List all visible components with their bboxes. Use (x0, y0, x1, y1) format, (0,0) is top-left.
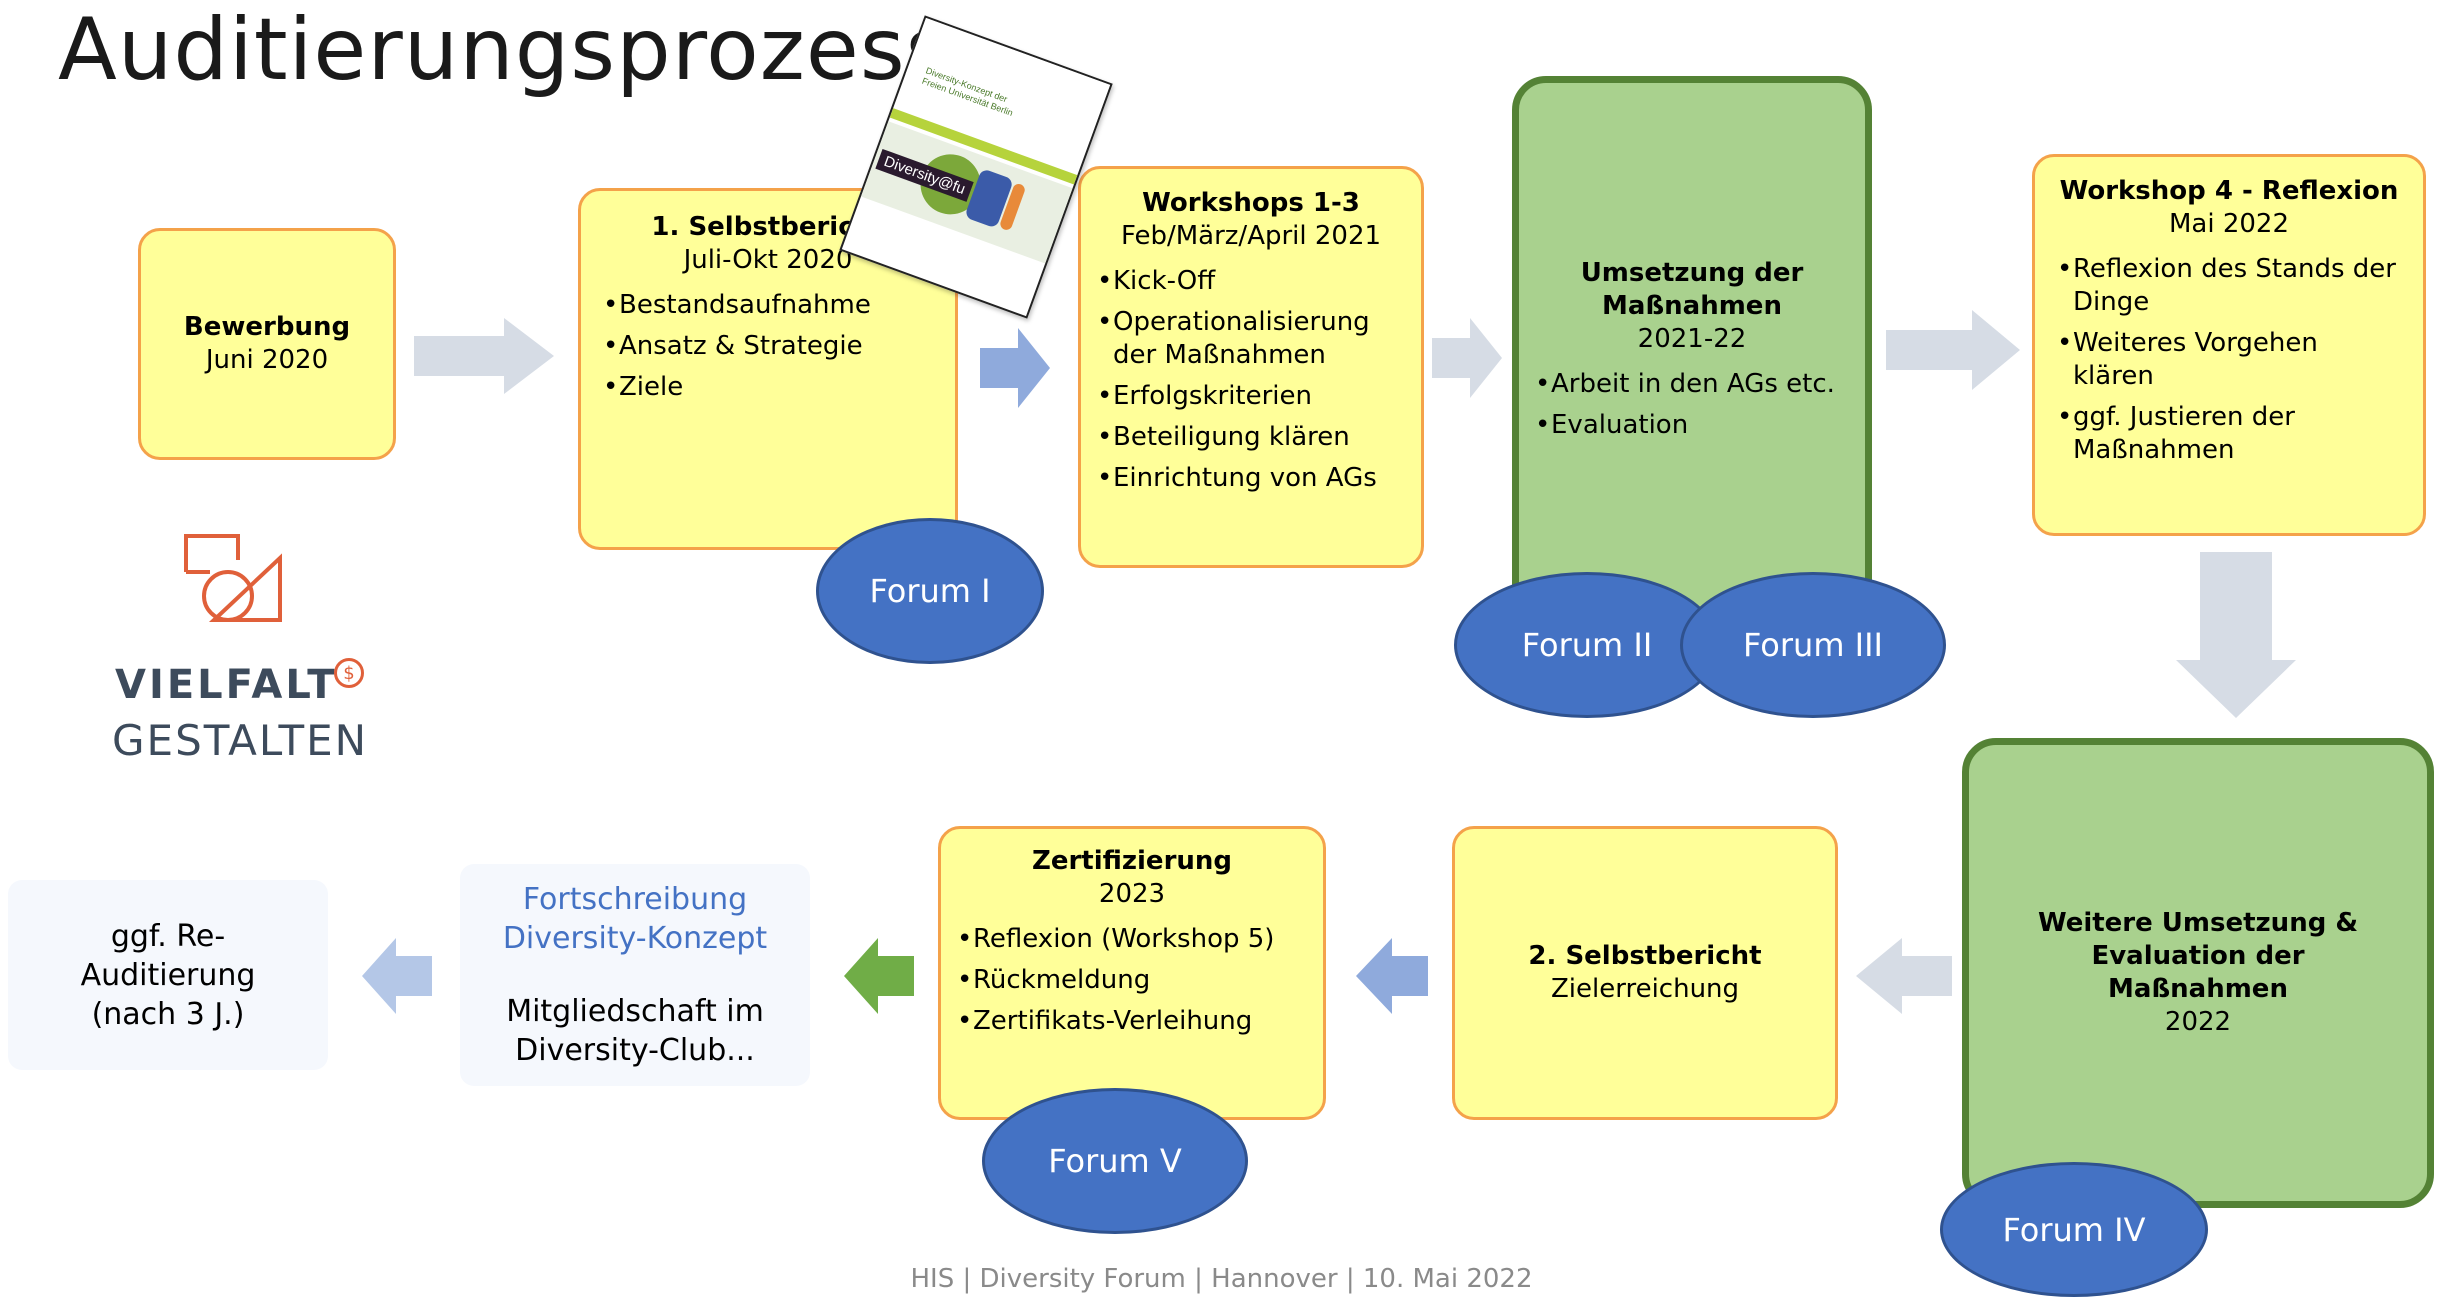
list-item: Bestandsaufnahme (603, 289, 931, 322)
box-zertifizierung: Zertifizierung 2023 Reflexion (Workshop … (938, 826, 1326, 1120)
box-heading: 2. Selbstbericht (1528, 940, 1762, 971)
list-item: ggf. Justieren der Maßnahmen (2057, 401, 2399, 467)
forum-iii: Forum III (1680, 572, 1946, 718)
box-umsetzung: Umsetzung der Maßnahmen 2021-22 Arbeit i… (1512, 76, 1872, 640)
list-item: Operationalisierung der Maßnahmen (1097, 306, 1403, 372)
box-fortschreibung: Fortschreibung Diversity-Konzept Mitglie… (460, 864, 810, 1086)
item-list: Kick-Off Operationalisierung der Maßnahm… (1097, 265, 1403, 495)
fortschreibung-body: Mitgliedschaft im Diversity-Club... (506, 994, 764, 1068)
box-heading: Bewerbung (183, 311, 351, 342)
item-list: Reflexion (Workshop 5) Rückmeldung Zerti… (957, 923, 1305, 1038)
list-item: Zertifikats-Verleihung (957, 1005, 1305, 1038)
box-selbstbericht-2: 2. Selbstbericht Zielerreichung (1452, 826, 1838, 1120)
box-sub: Feb/März/April 2021 (1120, 221, 1382, 252)
list-item: Ansatz & Strategie (603, 330, 931, 363)
box-sub: 2023 (1098, 879, 1166, 910)
arrow-left-1 (1856, 938, 1952, 1014)
footer: HIS | Diversity Forum | Hannover | 10. M… (910, 1264, 1533, 1294)
forum-v: Forum V (982, 1088, 1248, 1234)
list-item: Weiteres Vorgehen klären (2057, 327, 2399, 393)
box-heading: Workshops 1-3 (1142, 188, 1360, 218)
box-sub: Juli-Okt 2020 (683, 245, 853, 276)
logo-registered-icon: $ (334, 658, 364, 688)
box-sub: Zielerreichung (1550, 974, 1740, 1004)
box-re-auditierung: ggf. Re-Auditierung (nach 3 J.) (8, 880, 328, 1070)
reaudit-text: ggf. Re-Auditierung (nach 3 J.) (80, 918, 256, 1032)
box-sub: Juni 2020 (205, 345, 329, 375)
box-sub: Mai 2022 (2168, 209, 2290, 240)
arrow-left-4 (362, 938, 432, 1014)
list-item: Einrichtung von AGs (1097, 462, 1403, 495)
list-item: Reflexion des Stands der Dinge (2057, 253, 2399, 319)
vielfalt-logo-icon (184, 534, 282, 622)
arrow-right-4 (1886, 310, 2020, 390)
box-sub: 2022 (2164, 1007, 2232, 1038)
list-item: Erfolgskriterien (1097, 380, 1403, 413)
fortschreibung-title: Fortschreibung Diversity-Konzept (502, 882, 768, 956)
list-item: Ziele (603, 371, 931, 404)
box-bewerbung: Bewerbung Juni 2020 (138, 228, 396, 460)
item-list: Reflexion des Stands der Dinge Weiteres … (2057, 253, 2399, 467)
item-list: Arbeit in den AGs etc. Evaluation (1535, 368, 1847, 442)
list-item: Kick-Off (1097, 265, 1403, 298)
list-item: Evaluation (1535, 409, 1847, 442)
arrow-left-3 (844, 938, 914, 1014)
list-item: Arbeit in den AGs etc. (1535, 368, 1847, 401)
arrow-down (2176, 552, 2296, 718)
box-sub: 2021-22 (1637, 324, 1747, 355)
logo-text-vielfalt: VIELFALT (115, 662, 338, 708)
arrow-right-1 (414, 318, 554, 394)
box-heading: Umsetzung der Maßnahmen (1580, 258, 1804, 322)
list-item: Beteiligung klären (1097, 421, 1403, 454)
box-workshop-4: Workshop 4 - Reflexion Mai 2022 Reflexio… (2032, 154, 2426, 536)
forum-iv: Forum IV (1940, 1162, 2208, 1297)
box-heading: Weitere Umsetzung & Evaluation der Maßna… (2037, 907, 2359, 1004)
logo-text-gestalten: GESTALTEN (112, 716, 369, 765)
list-item: Reflexion (Workshop 5) (957, 923, 1305, 956)
arrow-right-3 (1432, 318, 1502, 398)
box-heading: Zertifizierung (1031, 846, 1233, 876)
box-workshops: Workshops 1-3 Feb/März/April 2021 Kick-O… (1078, 166, 1424, 568)
arrow-right-2 (980, 328, 1050, 408)
list-item: Rückmeldung (957, 964, 1305, 997)
page-title: Auditierungsprozess (58, 0, 952, 100)
item-list: Bestandsaufnahme Ansatz & Strategie Ziel… (603, 289, 931, 404)
forum-i: Forum I (816, 518, 1044, 664)
arrow-left-2 (1356, 938, 1428, 1014)
box-weitere-umsetzung: Weitere Umsetzung & Evaluation der Maßna… (1962, 738, 2434, 1208)
box-heading: Workshop 4 - Reflexion (2059, 176, 2399, 206)
